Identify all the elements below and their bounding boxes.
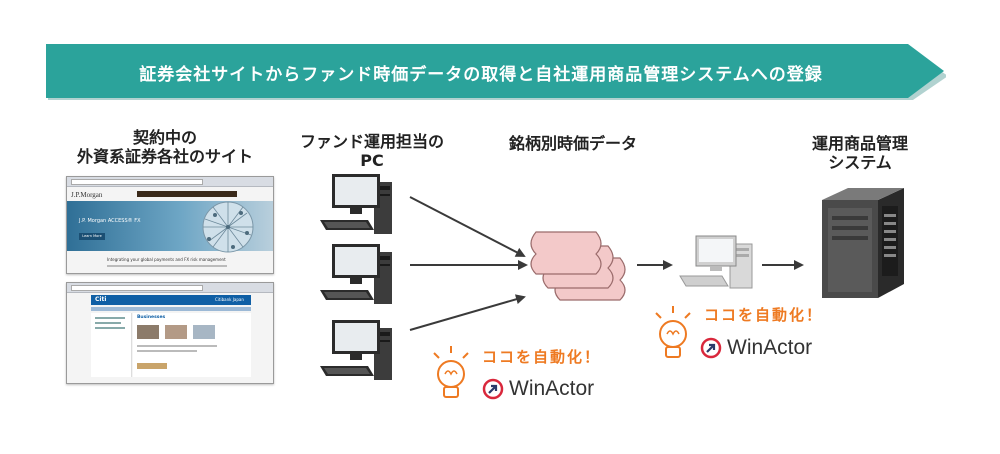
system-label-line2: システム [828,153,892,172]
site-header-bar [91,295,251,305]
data-label-text: 銘柄別時価データ [508,134,637,153]
site-screenshot-jpmorgan: J.P.Morgan J.P. Morgan ACCESS® FX Learn … [66,176,274,274]
content-badge [137,363,167,369]
jpmorgan-logo: J.P.Morgan [71,191,103,199]
operator-pc-icon [679,235,753,289]
automation-callout-text: ココを自動化！ [704,306,824,324]
text-line [107,265,227,267]
content-photo [165,325,187,339]
sidebar-line [95,317,125,319]
process-banner: 証券会社サイトからファンド時価データの取得と自社運用商品管理システムへの登録 [46,44,946,100]
pc-label-line2: PC [360,151,384,170]
winactor-product-name: WinActor [727,336,813,359]
site-screenshot-citi: Citi Citibank Japan Businesses [66,282,274,384]
site-nav-bar [137,191,237,197]
browser-address-bar [71,285,203,291]
banner-title: 証券会社サイトからファンド時価データの取得と自社運用商品管理システムへの登録 [139,64,823,85]
pc-icon [320,244,392,304]
winactor-mark-icon [482,378,504,400]
sites-label: 契約中の 外資系証券各社のサイト [45,128,285,166]
server-icon [822,188,904,298]
content-photo [137,325,159,339]
sidebar-line [95,327,125,329]
data-document-stack-icon [530,231,626,301]
pc-label-line1: ファンド運用担当の [299,132,444,151]
banner-arrow-shape [46,44,946,100]
data-label: 銘柄別時価データ [488,134,658,153]
pc-icon [320,320,392,380]
globe-graphic [202,201,254,253]
automation-callout-text: ココを自動化！ [482,348,602,366]
browser-address-bar [71,179,203,185]
sidebar-line [95,322,121,324]
pc-icon [320,174,392,234]
hero-cta-button: Learn More [79,233,105,240]
winactor-logo: WinActor [700,336,812,360]
text-line [137,345,217,347]
winactor-mark-icon [700,337,722,359]
arrow-pc1-to-data [409,196,526,257]
content-photo [193,325,215,339]
arrow-pc3-to-data [409,294,526,331]
lightbulb-icon [655,306,691,358]
pc-label: ファンド運用担当の PC [272,132,472,170]
sites-label-line1: 契約中の [132,128,197,147]
sites-label-line2: 外資系証券各社のサイト [76,147,253,166]
citi-header-text: Citibank Japan [215,297,244,302]
site-tagline: Integrating your global payments and FX … [107,257,226,262]
hero-headline: J.P. Morgan ACCESS® FX [79,218,141,224]
winactor-logo: WinActor [482,377,594,401]
citi-section-title: Businesses [137,315,166,320]
lightbulb-icon [433,346,469,398]
text-line [137,350,197,352]
citi-logo: Citi [95,296,107,303]
site-subnav [91,307,251,311]
system-label: 運用商品管理 システム [790,134,930,172]
system-label-line1: 運用商品管理 [811,134,908,153]
winactor-product-name: WinActor [509,377,595,400]
